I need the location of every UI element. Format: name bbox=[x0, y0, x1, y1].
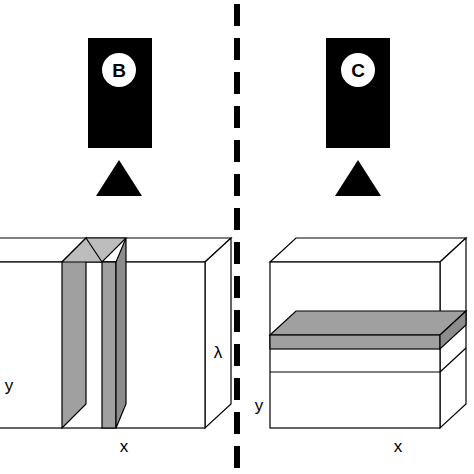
data-cube bbox=[270, 238, 466, 428]
axis-label: λ bbox=[214, 344, 223, 361]
camera-letter: C bbox=[351, 61, 365, 80]
divider-line bbox=[234, 4, 240, 474]
camera-lens bbox=[96, 160, 142, 196]
axis-label: y bbox=[5, 377, 14, 394]
camera-body bbox=[326, 38, 390, 148]
camera-letter: B bbox=[112, 61, 126, 80]
camera-circle: C bbox=[341, 53, 375, 87]
slice-plane bbox=[62, 238, 126, 428]
slice-plane bbox=[270, 311, 466, 372]
camera-lens bbox=[335, 160, 381, 196]
camera-body bbox=[88, 38, 152, 148]
axis-label: x bbox=[120, 438, 129, 455]
camera-circle: B bbox=[102, 53, 136, 87]
data-cube bbox=[0, 238, 231, 428]
axis-label: x bbox=[394, 438, 403, 455]
axis-label: y bbox=[255, 397, 264, 414]
